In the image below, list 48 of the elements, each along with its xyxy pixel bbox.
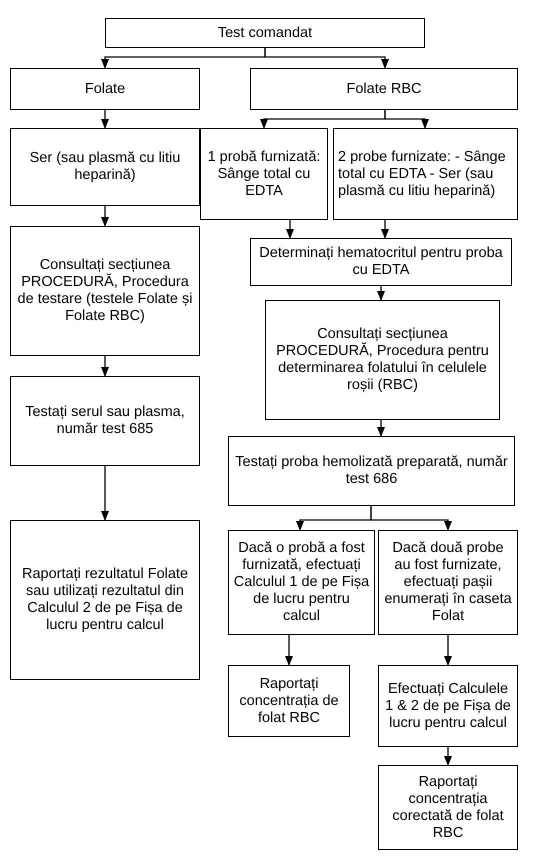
process-box [265,300,500,420]
box-text: Dacă o probă a fost furnizată, efectuați Calculul 1 de pe Fișa de lucru pentru calcul [233,540,370,625]
process-box [200,128,328,220]
box-text: Raportați concentrația de folat RBC [238,676,340,726]
process-box [228,530,375,635]
process-box [378,665,518,747]
arrow [370,506,452,531]
arrow [101,110,109,129]
arrow [444,635,452,666]
box-text: Consultați secțiunea PROCEDURĂ, Procedura pentru determinarea folatului în celulele roșii (RBC) [275,326,490,394]
box-text: 2 probe furnizate: - Sânge total cu EDTA - Ser (sau plasmă cu litiu heparină) [338,148,507,200]
process-box [10,520,200,680]
process-box [10,226,200,356]
box-text: Test comandat [218,24,312,42]
box-text: Dacă două probe au fost furnizate, efectuați pașii enumerați în caseta Folat [383,540,513,625]
box-text: Folate [84,80,126,98]
box-text: Folate RBC [346,80,422,98]
process-box [228,665,350,737]
process-box [378,530,518,635]
arrow [286,220,294,239]
arrow [377,286,385,301]
box-text: Raportați rezultatul Folate sau utilizați rezultatul din Calculul 2 de pe Fișa de lucru pentru calcul [20,566,190,634]
arrow [101,356,109,377]
process-box [10,68,200,110]
arrow [264,48,389,69]
arrow [381,220,389,239]
arrow [444,747,452,766]
process-box [378,765,518,850]
box-text: Efectuați Calculele 1 & 2 de pe Fișa de lucru pentru calcul [384,680,512,732]
arrow [384,110,429,129]
process-box [250,68,518,110]
process-box [333,128,518,220]
arrow [101,466,109,521]
box-text: Determinați hematocritul pentru proba cu EDTA [258,245,504,279]
arrow [101,206,109,227]
box-text: 1 probă furnizată: Sânge total cu EDTA [206,148,322,200]
process-box [10,376,200,466]
box-text: Raportați concentrația corectată de folat RBC [391,774,505,842]
arrow [377,420,385,437]
process-box [10,128,200,206]
box-text: Consultați secțiunea PROCEDURĂ, Procedura de testare (testele Folate și Folate RBC) [16,257,194,325]
box-text: Testați proba hemolizată preparată, număr test 686 [234,454,509,488]
box-text: Ser (sau plasmă cu litiu heparină) [28,150,182,184]
arrow [285,635,293,666]
process-box [250,238,512,286]
process-box [105,18,425,48]
box-text: Testați serul sau plasma, număr test 685 [24,404,186,438]
process-box [228,436,515,506]
